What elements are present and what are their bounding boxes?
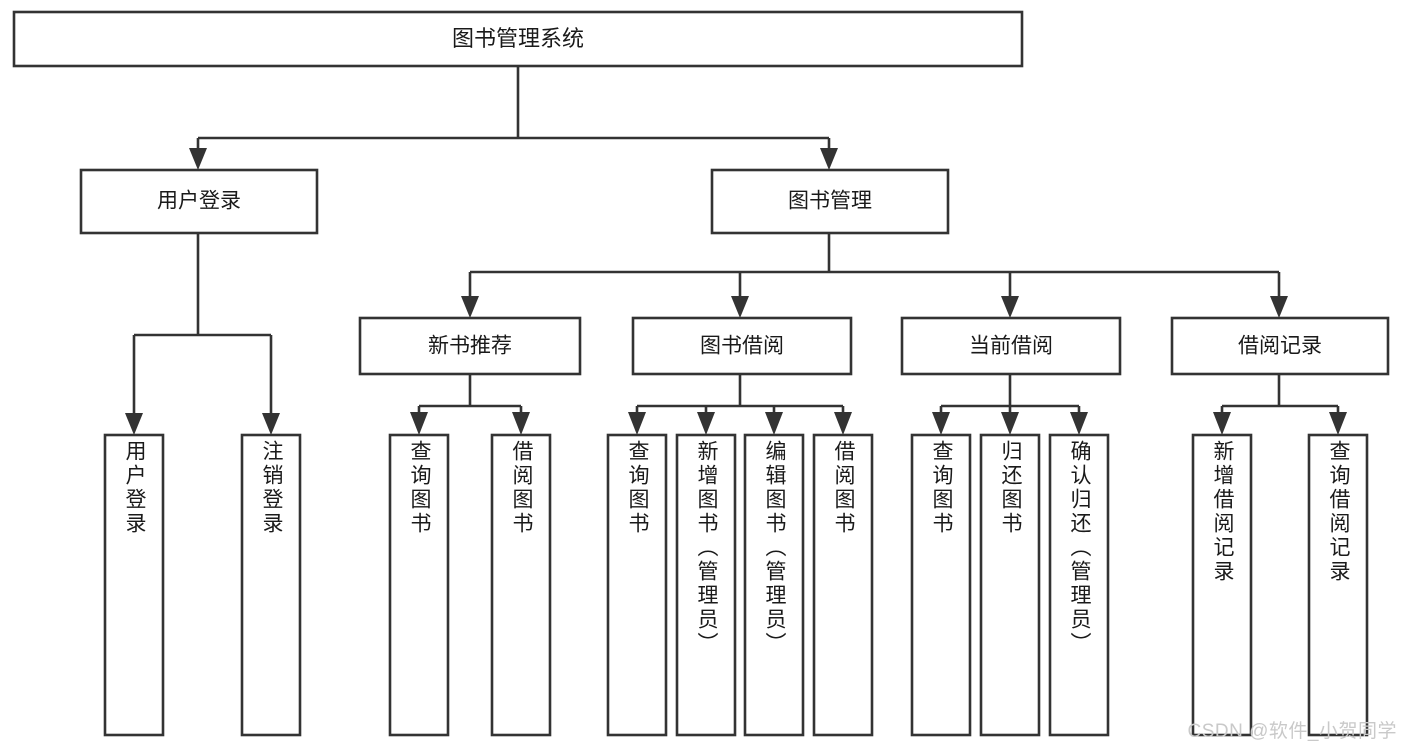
node-book-borrow-label: 图书借阅 bbox=[700, 335, 784, 358]
node-user-login-box[interactable] bbox=[79, 168, 319, 235]
node-user-login[interactable]: 用户登录 bbox=[79, 168, 319, 235]
node-current-borrow-label: 当前借阅 bbox=[969, 335, 1053, 358]
arrow-head-leaf-return-book bbox=[1001, 412, 1019, 435]
leaf-borrow-book-recommend-label: 借阅图书 bbox=[510, 440, 534, 536]
node-user-login-label: 用户登录 bbox=[157, 190, 241, 213]
leaf-query-book-current-label: 查询图书 bbox=[930, 440, 954, 536]
arrow-head-leaf-query-book-2 bbox=[628, 412, 646, 435]
leaf-query-borrow-record[interactable]: 查询借阅记录 bbox=[1307, 433, 1369, 737]
leaf-edit-book-box[interactable] bbox=[743, 433, 805, 737]
leaf-query-book-recommend-box[interactable] bbox=[388, 433, 450, 737]
leaf-logout-box[interactable] bbox=[240, 433, 302, 737]
arrow-head-book-borrow bbox=[731, 296, 749, 318]
arrow-head-new-book-recommend bbox=[461, 296, 479, 318]
arrow-head-leaf-borrow-book-1 bbox=[512, 412, 530, 435]
node-book-manage[interactable]: 图书管理 bbox=[710, 168, 950, 235]
leaf-edit-book-label: 编辑图书（管理员） bbox=[763, 440, 787, 656]
leaf-confirm-return-label: 确认归还（管理员） bbox=[1068, 440, 1092, 656]
arrow-head-leaf-confirm-return bbox=[1070, 412, 1088, 435]
node-borrow-record-label: 借阅记录 bbox=[1238, 335, 1322, 358]
node-book-manage-box[interactable] bbox=[710, 168, 950, 235]
connectors-borrow-record-to-leaves bbox=[1213, 374, 1347, 435]
arrow-head-leaf-add-record bbox=[1213, 412, 1231, 435]
node-root[interactable]: 图书管理系统 bbox=[12, 10, 1024, 68]
node-book-manage-label: 图书管理 bbox=[788, 190, 872, 213]
node-current-borrow-box[interactable] bbox=[900, 316, 1122, 376]
leaf-borrow-book-recommend[interactable]: 借阅图书 bbox=[490, 433, 552, 737]
leaf-add-borrow-record-label: 新增借阅记录 bbox=[1211, 440, 1235, 584]
leaf-query-book-recommend-label: 查询图书 bbox=[408, 440, 432, 536]
leaf-query-book-current-box[interactable] bbox=[910, 433, 972, 737]
leaf-confirm-return-box[interactable] bbox=[1048, 433, 1110, 737]
node-book-borrow-box[interactable] bbox=[631, 316, 853, 376]
leaf-query-borrow-record-label: 查询借阅记录 bbox=[1327, 440, 1351, 584]
arrow-head-leaf-logout bbox=[262, 413, 280, 435]
node-new-book-recommend-label: 新书推荐 bbox=[428, 335, 512, 358]
node-borrow-record-box[interactable] bbox=[1170, 316, 1390, 376]
leaf-query-book-borrow[interactable]: 查询图书 bbox=[606, 433, 668, 737]
leaf-user-login-label: 用户登录 bbox=[123, 440, 147, 536]
leaf-edit-book[interactable]: 编辑图书（管理员） bbox=[743, 433, 805, 737]
connectors-user-login-to-leaves bbox=[125, 233, 280, 435]
node-root-box[interactable] bbox=[12, 10, 1024, 68]
arrow-head-book-manage bbox=[820, 148, 838, 170]
node-book-borrow[interactable]: 图书借阅 bbox=[631, 316, 853, 376]
leaf-confirm-return[interactable]: 确认归还（管理员） bbox=[1048, 433, 1110, 737]
node-root-label: 图书管理系统 bbox=[452, 26, 584, 51]
leaf-return-book[interactable]: 归还图书 bbox=[979, 433, 1041, 737]
leaf-query-borrow-record-box[interactable] bbox=[1307, 433, 1369, 737]
leaf-add-book-label: 新增图书（管理员） bbox=[695, 440, 719, 656]
connectors-root-to-level1 bbox=[189, 66, 838, 170]
leaf-borrow-book[interactable]: 借阅图书 bbox=[812, 433, 874, 737]
arrow-head-leaf-user-login bbox=[125, 413, 143, 435]
leaf-borrow-book-label: 借阅图书 bbox=[832, 440, 856, 536]
leaf-add-book-box[interactable] bbox=[675, 433, 737, 737]
leaf-user-login[interactable]: 用户登录 bbox=[103, 433, 165, 737]
node-current-borrow[interactable]: 当前借阅 bbox=[900, 316, 1122, 376]
connectors-current-borrow-to-leaves bbox=[932, 374, 1088, 435]
arrow-head-leaf-add-book bbox=[697, 412, 715, 435]
leaf-query-book-borrow-label: 查询图书 bbox=[626, 440, 650, 536]
leaf-add-book[interactable]: 新增图书（管理员） bbox=[675, 433, 737, 737]
node-borrow-record[interactable]: 借阅记录 bbox=[1170, 316, 1390, 376]
arrow-head-borrow-record bbox=[1270, 296, 1288, 318]
arrow-head-leaf-query-book-1 bbox=[410, 412, 428, 435]
node-new-book-recommend-box[interactable] bbox=[358, 316, 582, 376]
leaf-user-login-box[interactable] bbox=[103, 433, 165, 737]
leaf-logout-label: 注销登录 bbox=[260, 440, 284, 536]
connectors-book-manage-to-level2 bbox=[461, 233, 1288, 318]
leaf-query-book-borrow-box[interactable] bbox=[606, 433, 668, 737]
leaf-logout[interactable]: 注销登录 bbox=[240, 433, 302, 737]
connectors-book-borrow-to-leaves bbox=[628, 374, 852, 435]
leaf-query-book-current[interactable]: 查询图书 bbox=[910, 433, 972, 737]
leaf-return-book-box[interactable] bbox=[979, 433, 1041, 737]
arrow-head-leaf-query-record bbox=[1329, 412, 1347, 435]
leaf-borrow-book-box[interactable] bbox=[812, 433, 874, 737]
node-new-book-recommend[interactable]: 新书推荐 bbox=[358, 316, 582, 376]
leaf-add-borrow-record-box[interactable] bbox=[1191, 433, 1253, 737]
connectors-new-book-to-leaves bbox=[410, 374, 530, 435]
arrow-head-leaf-borrow-book-2 bbox=[834, 412, 852, 435]
leaf-add-borrow-record[interactable]: 新增借阅记录 bbox=[1191, 433, 1253, 737]
arrow-head-leaf-query-book-3 bbox=[932, 412, 950, 435]
leaf-query-book-recommend[interactable]: 查询图书 bbox=[388, 433, 450, 737]
arrow-head-user-login bbox=[189, 148, 207, 170]
leaf-return-book-label: 归还图书 bbox=[999, 440, 1023, 536]
leaf-borrow-book-recommend-box[interactable] bbox=[490, 433, 552, 737]
arrow-head-current-borrow bbox=[1001, 296, 1019, 318]
arrow-head-leaf-edit-book bbox=[765, 412, 783, 435]
